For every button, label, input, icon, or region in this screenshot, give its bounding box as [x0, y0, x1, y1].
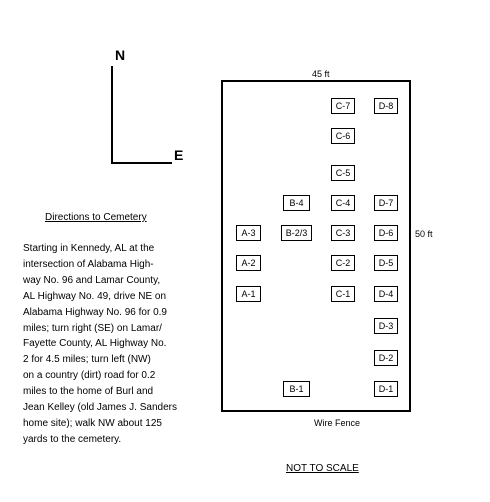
grave-marker: C-6 [331, 128, 355, 144]
grave-marker: D-6 [374, 225, 398, 241]
directions-text: Starting in Kennedy, AL at the intersect… [23, 243, 177, 445]
compass-east-label: E [174, 147, 184, 163]
grave-marker: C-4 [331, 195, 355, 211]
grave-marker: B-1 [283, 381, 310, 397]
grave-marker: C-5 [331, 165, 355, 181]
grave-marker: D-8 [374, 98, 398, 114]
compass-north-label: N [115, 47, 126, 63]
compass-north-arm [111, 66, 113, 164]
grave-marker: D-1 [374, 381, 398, 397]
grave-marker: B-2/3 [281, 225, 312, 241]
grave-marker: B-4 [283, 195, 310, 211]
grave-marker: D-2 [374, 350, 398, 366]
directions-title: Directions to Cemetery [45, 212, 147, 223]
grave-marker: D-7 [374, 195, 398, 211]
grave-marker: A-3 [236, 225, 261, 241]
compass-east-arm [111, 162, 172, 164]
grave-marker: C-3 [331, 225, 355, 241]
grave-marker: A-1 [236, 286, 261, 302]
cemetery-plot-boundary [221, 80, 411, 412]
grave-marker: C-7 [331, 98, 355, 114]
plot-width-label: 45 ft [312, 69, 330, 79]
grave-marker: D-4 [374, 286, 398, 302]
plot-height-label: 50 ft [415, 229, 433, 239]
grave-marker: D-5 [374, 255, 398, 271]
scale-note: NOT TO SCALE [286, 463, 359, 474]
grave-marker: C-1 [331, 286, 355, 302]
grave-marker: A-2 [236, 255, 261, 271]
grave-marker: C-2 [331, 255, 355, 271]
wire-fence-label: Wire Fence [314, 418, 361, 428]
grave-marker: D-3 [374, 318, 398, 334]
